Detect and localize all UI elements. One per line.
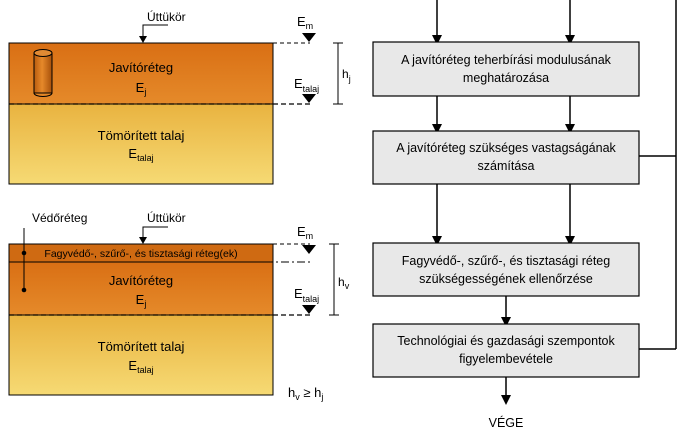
top-lower-layer-name: Tömörített talaj [98, 128, 185, 143]
top-uttukor-label: Úttükör [147, 9, 186, 24]
top-upper-layer-symbol: Ej [136, 80, 147, 97]
flow-box-3 [372, 242, 640, 297]
vedoreteg-label: Védőréteg [32, 211, 87, 225]
bottom-upper-layer-symbol: Ej [136, 292, 147, 309]
flow-box-2-line-1: A javítóréteg szükséges vastagságának [396, 141, 616, 155]
bottom-thin-layer-text: Fagyvédő-, szűrő-, és tisztasági réteg(e… [44, 248, 237, 260]
flow-box-1-line-2: meghatározása [463, 71, 549, 85]
thickness-relation: hv ≥ hj [288, 385, 323, 402]
bottom-lower-layer-symbol: Etalaj [128, 358, 153, 375]
top-uttukor-arrow [142, 24, 168, 38]
bottom-lower-layer-name: Tömörített talaj [98, 339, 185, 354]
flow-box-3-line-1: Fagyvédő-, szűrő-, és tisztasági réteg [402, 254, 610, 268]
bottom-em-triangle [302, 245, 316, 254]
top-hj-label: hj [342, 67, 351, 84]
bottom-etalaj-triangle [302, 305, 316, 314]
top-em-triangle [302, 33, 316, 42]
top-lower-layer [8, 103, 274, 185]
flow-box-1-line-1: A javítóréteg teherbírási modulusának [401, 53, 612, 67]
flow-box-3-line-2: szükségességének ellenőrzése [419, 272, 593, 286]
flow-box-4-line-2: figyelembevétele [459, 352, 553, 366]
flow-box-1 [372, 41, 640, 97]
top-lower-layer-symbol: Etalaj [128, 146, 153, 163]
flow-box-2 [372, 130, 640, 185]
flow-box-2-line-2: számítása [478, 159, 535, 173]
bottom-layer-diagram: Védőréteg Úttükör Fagyvédő-, szűrő-, és … [8, 210, 350, 402]
flow-box-4-line-1: Technológiai és gazdasági szempontok [397, 334, 615, 348]
bottom-hv-label: hv [338, 275, 350, 291]
top-etalaj-triangle [302, 94, 316, 103]
bottom-em-label: Em [297, 224, 313, 241]
bottom-lower-layer [8, 314, 274, 396]
bottom-uttukor-label: Úttükör [147, 210, 186, 225]
flow-end-label: VÉGE [489, 415, 524, 430]
flow-box-4 [372, 323, 640, 378]
top-etalaj-label: Etalaj [294, 76, 319, 94]
bottom-uttukor-arrow [142, 226, 168, 239]
flowchart: A javítóréteg teherbírási modulusának me… [372, 0, 677, 430]
cylinder-icon [33, 49, 53, 97]
top-em-label: Em [297, 14, 313, 31]
top-upper-layer [8, 42, 274, 105]
bottom-upper-layer-name: Javítóréteg [109, 273, 173, 288]
top-layer-diagram: Úttükör Em Etalaj hj Javítóréteg Ej Tömö… [8, 9, 351, 185]
top-upper-layer-name: Javítóréteg [109, 60, 173, 75]
bottom-upper-layer [8, 261, 274, 316]
bottom-etalaj-label: Etalaj [294, 286, 319, 304]
